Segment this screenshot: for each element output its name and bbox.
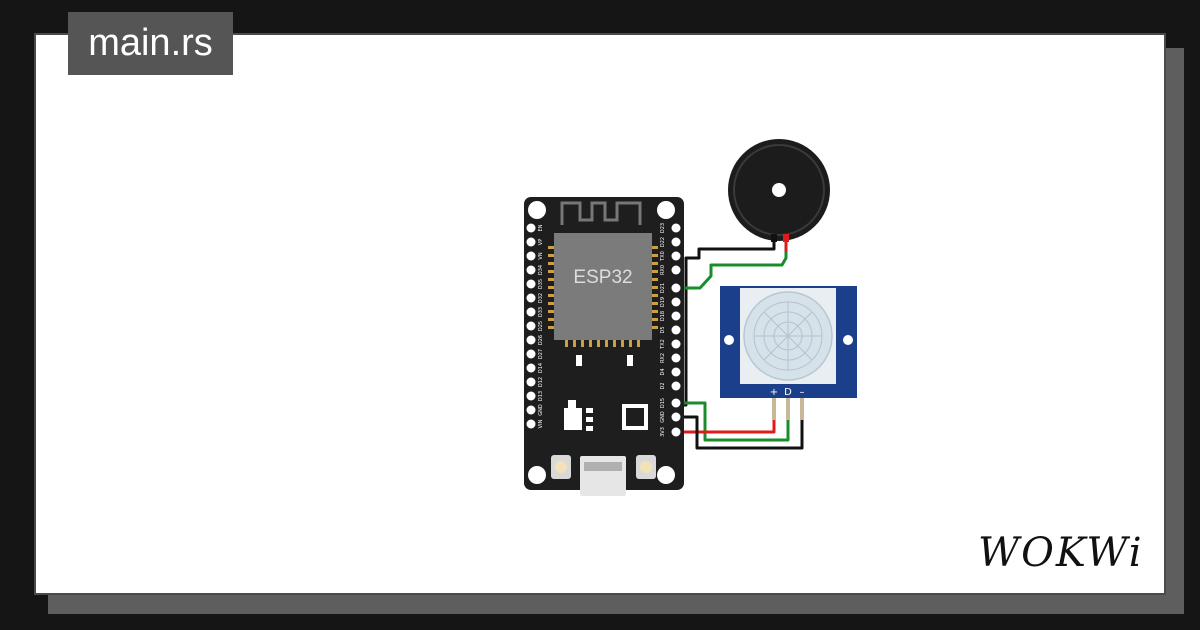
left-pin-label: GND [538,404,544,416]
right-pin-label: D5 [660,326,666,333]
right-pin-label: D18 [660,311,666,321]
left-pin-label: D13 [538,391,544,401]
wire-buzzer-signal [678,236,788,290]
right-pin-label: D21 [660,283,666,293]
wokwi-logo: WOKWi [978,530,1144,576]
micro-usb-port[interactable] [580,456,626,496]
mount-hole [657,201,675,219]
usb-uart-chip [622,404,648,430]
right-pin-label: GND [660,411,666,423]
left-pin-label: D34 [538,265,544,275]
left-pin-label: VIN [538,419,544,428]
left-pin-label: D35 [538,279,544,289]
mount-hole [657,466,675,484]
antenna-trace [560,201,642,225]
pir-motion-sensor[interactable]: + D – [720,286,857,420]
file-tab[interactable]: main.rs [68,12,233,75]
wire-pir-data [678,398,790,442]
left-pin-header [526,223,536,429]
right-pin-label: D4 [660,368,666,375]
left-pin-label: D32 [538,293,544,303]
right-pin-label: TX2 [660,339,666,350]
right-pin-header [671,223,681,437]
chip-label: ESP32 [573,267,632,288]
esp32-module [554,233,652,340]
pir-pin-label-vcc: + [770,387,778,398]
right-pin-label: D22 [660,237,666,247]
left-pin-label: D26 [538,335,544,345]
right-pin-label: 3V3 [660,427,666,437]
pir-pin-label-gnd: – [800,387,805,398]
mount-hole [528,201,546,219]
right-pin-label: D15 [660,398,666,408]
esp32-board[interactable]: ESP32 [524,197,684,496]
right-pin-label: RX0 [660,265,666,275]
wire-buzzer-gnd [678,236,776,407]
left-pin-label: VP [538,239,544,245]
left-pin-label: D12 [538,377,544,387]
right-pin-label: TX0 [660,251,666,262]
module-pads [548,246,658,347]
mount-hole [528,466,546,484]
left-pin-label: VN [538,252,544,259]
right-pin-label: D2 [660,382,666,389]
boot-button[interactable] [551,455,571,479]
left-pin-label: EN [538,224,544,231]
left-pin-label: D27 [538,349,544,359]
right-pin-label: D23 [660,223,666,233]
pir-pin-label-data: D [784,387,792,398]
wire-pir-gnd [678,398,804,450]
mount-hole [724,335,734,345]
mount-hole [843,335,853,345]
left-pin-label: D25 [538,321,544,331]
right-pin-label: D19 [660,297,666,307]
reset-button[interactable] [636,455,656,479]
right-pin-label: RX2 [660,353,666,363]
voltage-regulator [564,400,593,431]
piezo-buzzer[interactable] [728,139,830,242]
left-pin-label: D14 [538,363,544,373]
left-pin-label: D33 [538,307,544,317]
